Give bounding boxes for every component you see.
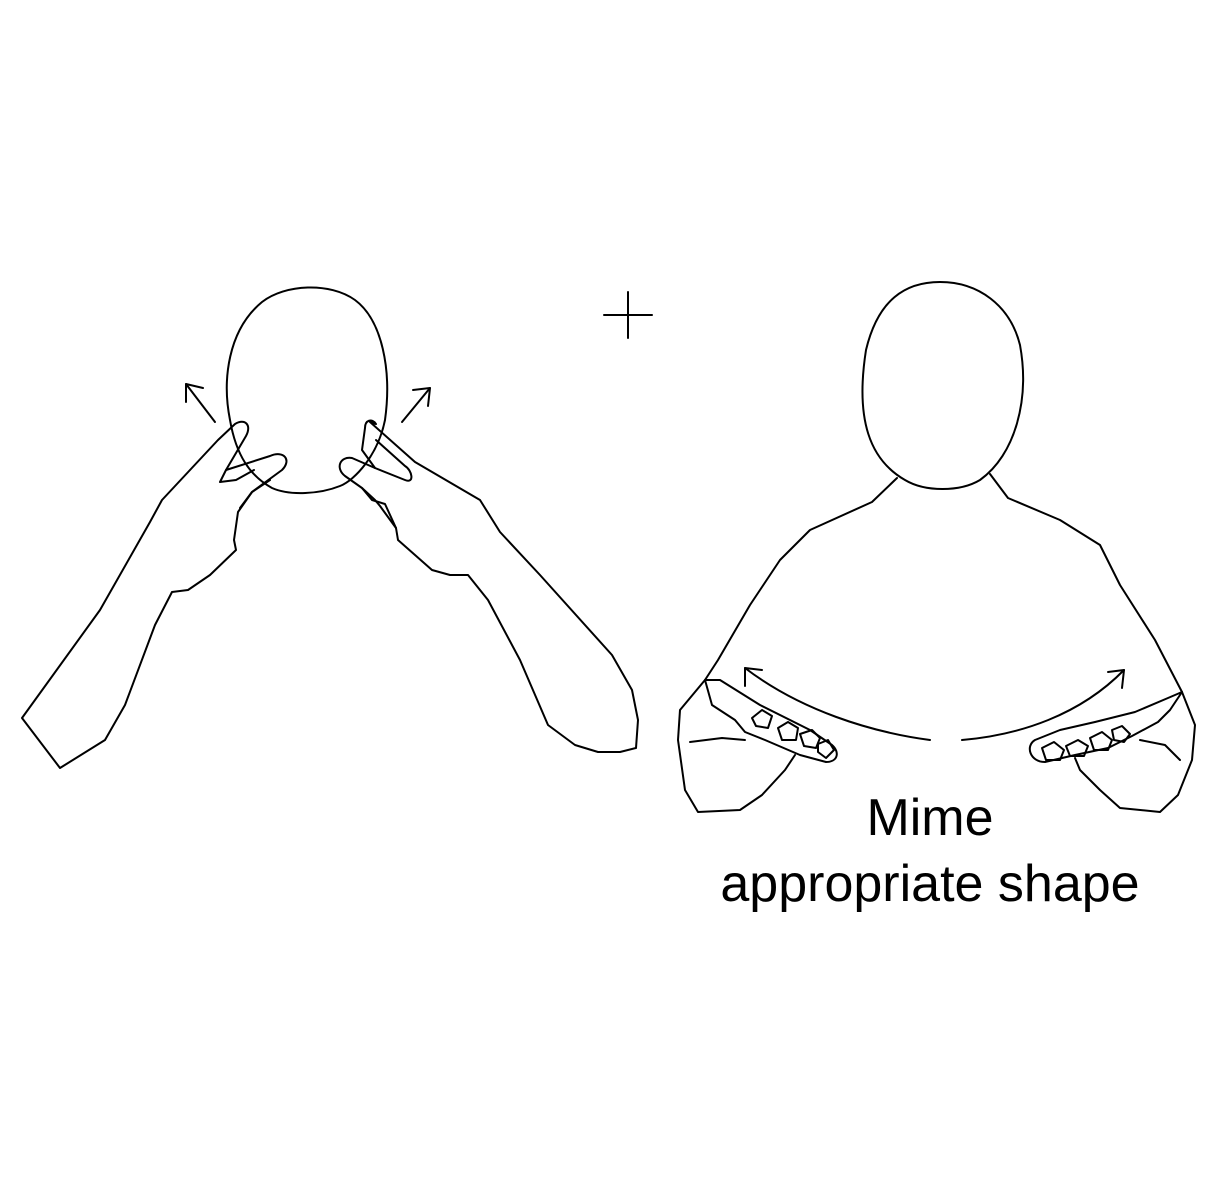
right-finger-inner-1 [374, 439, 413, 482]
right-arc-arrow [961, 669, 1125, 741]
plus-sign [603, 291, 653, 339]
left-knuckles [751, 709, 835, 759]
left-arc-arrow [744, 667, 931, 741]
left-head-outline [225, 286, 389, 495]
right-hand-arm [338, 419, 639, 753]
left-finger-inner-2 [239, 479, 271, 509]
right-arrow-line [401, 387, 431, 423]
left-arrow-head [185, 383, 204, 403]
right-shoulder-body [989, 473, 1183, 693]
right-arm-crease [1139, 739, 1181, 761]
left-hand-arm [21, 420, 288, 769]
right-figure [677, 281, 1196, 813]
right-knuckles [1041, 725, 1131, 761]
left-shoulder-body [704, 477, 898, 681]
left-arm-crease [689, 737, 746, 743]
caption-line-1: Mime [866, 789, 994, 847]
right-flat-hand [1028, 691, 1183, 763]
right-finger-inner-2 [361, 487, 397, 529]
left-figure [21, 286, 639, 769]
right-head-outline [861, 281, 1024, 490]
left-finger-inner-1 [219, 469, 255, 483]
left-forearm [677, 679, 796, 813]
left-arrow-line [185, 383, 216, 423]
left-arc-arrowhead [744, 667, 763, 687]
caption-line-2: appropriate shape [720, 855, 1140, 913]
right-arrow-head [412, 387, 431, 407]
right-forearm [1074, 691, 1196, 813]
right-arc-arrowhead [1107, 669, 1125, 689]
